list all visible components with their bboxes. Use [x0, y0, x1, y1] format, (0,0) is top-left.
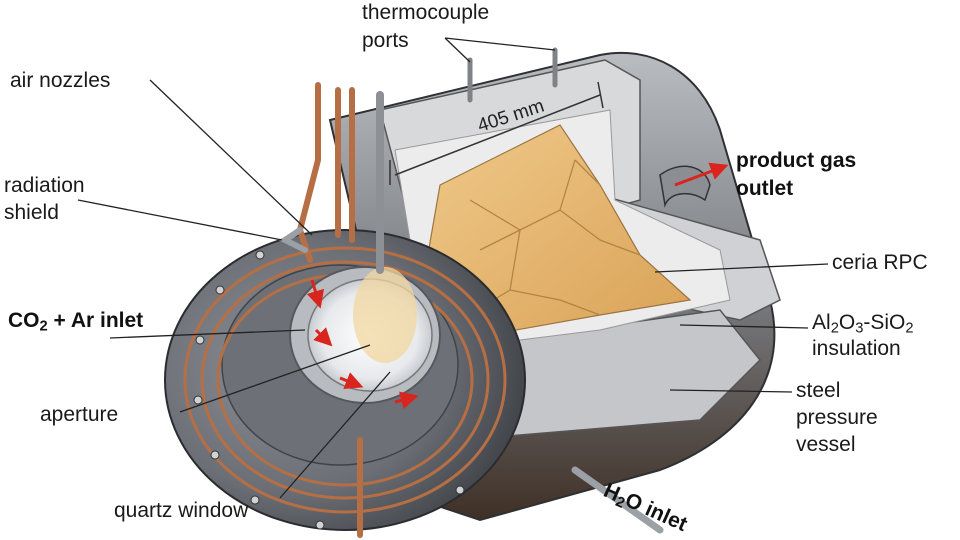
- label-product-gas: product gas: [736, 149, 857, 172]
- label-insulation: insulation: [812, 337, 901, 360]
- label-vessel: vessel: [796, 433, 856, 456]
- thermocouple-ports: [467, 47, 558, 103]
- label-al2o3-sio2: Al2O3-SiO2: [812, 311, 914, 337]
- label-air-nozzles: air nozzles: [10, 69, 111, 92]
- label-ports: ports: [362, 29, 409, 52]
- label-radiation: radiation: [4, 174, 85, 197]
- label-aperture: aperture: [40, 403, 119, 426]
- label-outlet: outlet: [736, 177, 794, 200]
- label-shield: shield: [4, 201, 59, 224]
- label-co2-ar-inlet: CO2 + Ar inlet: [8, 309, 144, 335]
- dimension-405mm: [389, 81, 604, 185]
- air-nozzle-pipes: [279, 82, 664, 538]
- label-steel: steel: [796, 379, 841, 402]
- label-pressure: pressure: [796, 406, 878, 429]
- label-thermocouple: thermocouple: [362, 1, 490, 24]
- flow-arrows: [306, 162, 729, 410]
- leader-lines: [77, 37, 829, 499]
- label-ceria-rpc: ceria RPC: [832, 251, 928, 274]
- label-quartz-window: quartz window: [114, 499, 249, 522]
